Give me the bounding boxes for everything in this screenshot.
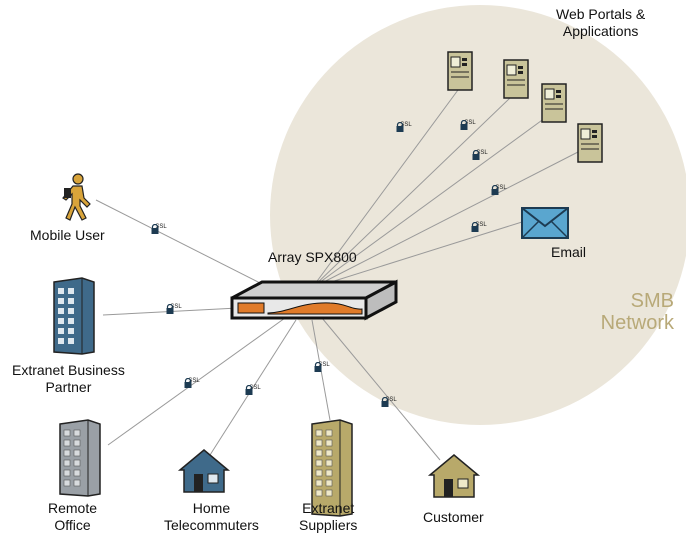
remote-office-label: Remote Office bbox=[48, 500, 97, 534]
office-building-icon bbox=[311, 419, 353, 517]
extranet-partner-label: Extranet Business Partner bbox=[12, 362, 125, 396]
device-label: Array SPX800 bbox=[268, 249, 357, 265]
ssl-label: SSL bbox=[188, 378, 200, 384]
server-icon bbox=[541, 83, 567, 123]
link-email bbox=[311, 221, 523, 289]
suppliers-line2: Suppliers bbox=[299, 517, 358, 533]
ssl-label: SSL bbox=[249, 385, 261, 391]
ssl-lock: SSL bbox=[380, 397, 402, 407]
mobile-user-label: Mobile User bbox=[30, 227, 105, 243]
remote-office-line1: Remote bbox=[48, 500, 98, 516]
link-mobile-user bbox=[95, 199, 261, 284]
ssl-lock: SSL bbox=[313, 362, 335, 372]
smb-network-line1: SMB bbox=[630, 290, 674, 312]
envelope-icon bbox=[521, 207, 569, 239]
remote-office-line2: Office bbox=[54, 517, 91, 533]
home-line2: Telecommuters bbox=[164, 517, 259, 533]
customer-label: Customer bbox=[423, 509, 484, 525]
ssl-label: SSL bbox=[155, 224, 167, 230]
suppliers-line1: Extranet bbox=[302, 500, 355, 516]
ssl-lock: SSL bbox=[459, 120, 481, 130]
lock-icon bbox=[245, 385, 253, 395]
house-icon bbox=[177, 449, 231, 493]
lock-icon bbox=[396, 122, 404, 132]
lock-icon bbox=[472, 150, 480, 160]
lock-icon bbox=[314, 362, 322, 372]
ssl-label: SSL bbox=[476, 150, 488, 156]
link-customer bbox=[321, 317, 441, 461]
office-building-icon bbox=[53, 277, 95, 355]
link-remote-office bbox=[107, 317, 286, 446]
appliance-icon bbox=[230, 279, 398, 321]
home-line1: Home bbox=[192, 500, 231, 516]
walking-person-icon bbox=[62, 173, 91, 221]
ssl-label: SSL bbox=[318, 362, 330, 368]
link-server-4 bbox=[311, 151, 579, 289]
lock-icon bbox=[491, 185, 499, 195]
server-icon bbox=[503, 59, 529, 99]
ssl-lock: SSL bbox=[490, 185, 512, 195]
ssl-label: SSL bbox=[400, 122, 412, 128]
lock-icon bbox=[166, 304, 174, 314]
home-label: Home Telecommuters bbox=[164, 500, 259, 534]
lock-icon bbox=[381, 397, 389, 407]
ssl-lock: SSL bbox=[183, 378, 205, 388]
link-home bbox=[209, 319, 297, 456]
ssl-lock: SSL bbox=[150, 224, 172, 234]
smb-network-area bbox=[270, 5, 686, 425]
ssl-label: SSL bbox=[495, 185, 507, 191]
lock-icon bbox=[151, 224, 159, 234]
lock-icon bbox=[471, 222, 479, 232]
ssl-lock: SSL bbox=[471, 150, 493, 160]
ssl-lock: SSL bbox=[395, 122, 417, 132]
link-server-2 bbox=[311, 97, 511, 289]
house-icon bbox=[427, 454, 481, 498]
lock-icon bbox=[184, 378, 192, 388]
ssl-lock: SSL bbox=[165, 304, 187, 314]
link-server-3 bbox=[311, 117, 546, 289]
ssl-lock: SSL bbox=[470, 222, 492, 232]
suppliers-label: Extranet Suppliers bbox=[299, 500, 357, 534]
portals-label-line2: Applications bbox=[562, 23, 639, 39]
email-label: Email bbox=[551, 244, 587, 260]
office-building-icon bbox=[59, 419, 101, 497]
smb-network-label: SMB Network bbox=[580, 290, 674, 334]
portals-label: Web Portals & Applications bbox=[556, 6, 645, 40]
ssl-label: SSL bbox=[475, 222, 487, 228]
ssl-label: SSL bbox=[170, 304, 182, 310]
extranet-partner-line1: Extranet Business bbox=[12, 362, 125, 378]
ssl-label: SSL bbox=[464, 120, 476, 126]
server-icon bbox=[447, 51, 473, 91]
smb-network-line2: Network bbox=[600, 312, 674, 334]
extranet-partner-line2: Partner bbox=[45, 379, 92, 395]
server-icon bbox=[577, 123, 603, 163]
lock-icon bbox=[460, 120, 468, 130]
ssl-lock: SSL bbox=[244, 385, 266, 395]
portals-label-line1: Web Portals & bbox=[556, 6, 646, 22]
link-server-1 bbox=[311, 89, 459, 289]
ssl-label: SSL bbox=[385, 397, 397, 403]
